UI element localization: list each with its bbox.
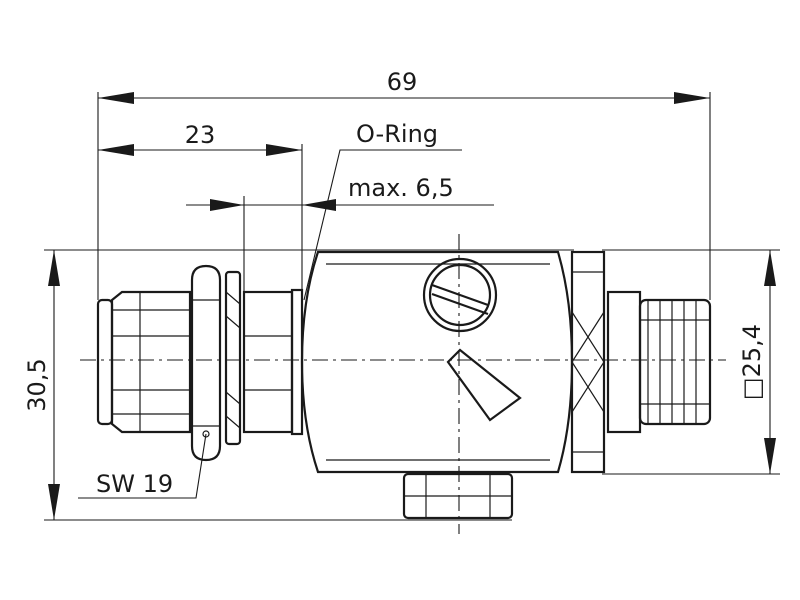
height-label: 30,5 [23,358,51,411]
oring-label: O-Ring [356,120,438,148]
right-connector [606,290,712,434]
ground-lug [402,472,514,520]
dimension-max-panel: max. 6,5 [186,174,494,300]
dimension-flange-square: □25,4 [602,249,780,475]
hex-nut [190,264,222,462]
dimension-height: 30,5 [23,249,574,521]
dimension-thread-length: 23 [98,121,303,300]
centre-lines [80,234,726,534]
left-connector [96,290,192,434]
lock-washer [224,270,242,446]
wrench-size-callout: SW 19 [78,433,207,499]
overall-length-label: 69 [387,68,418,96]
main-housing [300,250,574,474]
thread-section [242,288,304,436]
thread-length-label: 23 [185,121,216,149]
dimension-overall-length: 69 [97,68,711,300]
right-flange [570,250,606,474]
wrench-size-label: SW 19 [96,470,173,498]
max-panel-label: max. 6,5 [348,174,454,202]
gdt-screw-cap [422,257,522,422]
flange-square-label: □25,4 [738,324,766,400]
